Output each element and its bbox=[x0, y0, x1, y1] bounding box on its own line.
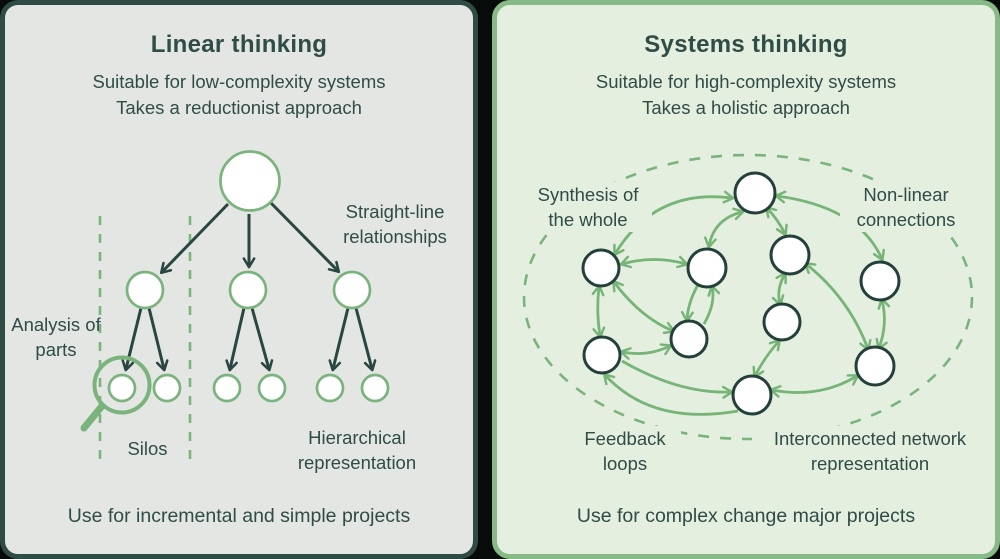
label-feedback-loops: Feedback loops bbox=[569, 426, 681, 476]
network-node bbox=[686, 247, 728, 289]
linear-thinking-panel: Linear thinking Suitable for low-complex… bbox=[0, 0, 478, 559]
linear-subtitle: Suitable for low-complexity systems Take… bbox=[5, 69, 473, 121]
tree-leaf-node bbox=[212, 373, 242, 403]
tree-leaf-node bbox=[315, 373, 345, 403]
network-node bbox=[859, 260, 901, 302]
label-analysis-of-parts: Analysis of parts bbox=[11, 314, 101, 360]
magnifier-icon bbox=[80, 355, 152, 432]
network-node bbox=[762, 302, 802, 342]
label-silos: Silos bbox=[127, 438, 168, 459]
tree-mid-node bbox=[228, 270, 268, 310]
systems-thinking-panel: Systems thinking Suitable for high-compl… bbox=[492, 0, 1000, 559]
label-hierarchical-representation: Hierarchical representation bbox=[297, 427, 417, 473]
tree-root-node bbox=[219, 150, 281, 212]
network-node bbox=[581, 248, 621, 288]
network-node bbox=[854, 345, 896, 387]
tree-leaf-node bbox=[152, 373, 182, 403]
systems-footer: Use for complex change major projects bbox=[576, 505, 916, 527]
tree-leaf-node bbox=[107, 373, 137, 403]
network-node bbox=[582, 335, 622, 375]
label-straight-line-relationships: Straight-line relationships bbox=[343, 201, 447, 247]
tree-mid-node bbox=[332, 270, 372, 310]
network-node bbox=[733, 171, 777, 215]
tree-leaf-node bbox=[257, 373, 287, 403]
linear-subtitle-line1: Suitable for low-complexity systems bbox=[92, 71, 386, 92]
silo-dashed-lines bbox=[98, 216, 192, 468]
linear-footer: Use for incremental and simple projects bbox=[67, 505, 411, 527]
network-node bbox=[669, 319, 709, 359]
systems-subtitle: Suitable for high-complexity systems Tak… bbox=[497, 69, 995, 121]
network-node bbox=[769, 234, 811, 276]
tree-mid-node bbox=[125, 270, 165, 310]
tree-diagram bbox=[80, 150, 390, 468]
network-boundary-ellipse bbox=[522, 153, 974, 441]
network-nodes bbox=[581, 171, 901, 416]
systems-subtitle-line1: Suitable for high-complexity systems bbox=[595, 71, 897, 92]
network-diagram bbox=[522, 153, 974, 441]
tree-nodes bbox=[107, 150, 390, 403]
systems-subtitle-line2: Takes a holistic approach bbox=[642, 97, 850, 118]
label-interconnected-network: Interconnected network representation bbox=[752, 426, 988, 476]
systems-title: Systems thinking bbox=[644, 31, 848, 58]
network-node bbox=[731, 374, 773, 416]
linear-subtitle-line2: Takes a reductionist approach bbox=[116, 97, 362, 118]
tree-leaf-node bbox=[360, 373, 390, 403]
label-non-linear-connections: Non-linear connections bbox=[840, 182, 972, 232]
label-synthesis-of-the-whole: Synthesis of the whole bbox=[524, 182, 652, 232]
linear-title: Linear thinking bbox=[150, 31, 328, 58]
